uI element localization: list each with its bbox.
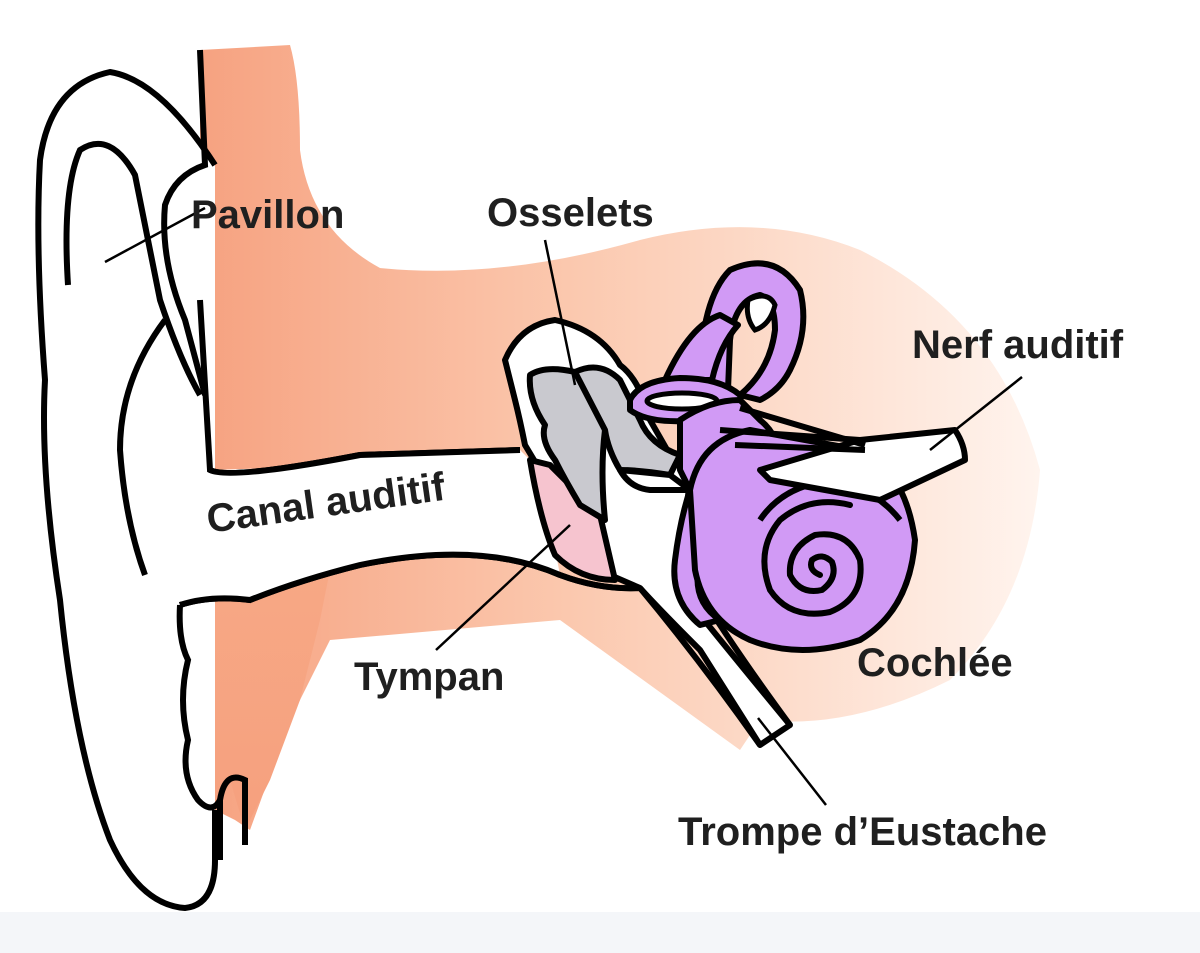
leader-nerf bbox=[929, 376, 1023, 451]
eustachian-tube-outer bbox=[637, 586, 763, 747]
semicircular-canal-window bbox=[744, 293, 778, 333]
leader-trompe bbox=[757, 717, 827, 806]
ossicle-stapes bbox=[617, 467, 693, 493]
bottom-strip bbox=[0, 912, 1200, 953]
label-nerf-auditif: Nerf auditif bbox=[912, 323, 1124, 367]
leader-tympan bbox=[435, 524, 571, 651]
tragus-line bbox=[161, 49, 209, 396]
label-cochlee: Cochlée bbox=[857, 641, 1013, 685]
cochlea-spiral bbox=[761, 499, 864, 617]
label-osselets: Osselets bbox=[487, 191, 654, 235]
semicircular-canal-mid bbox=[662, 312, 741, 383]
nerve-fiber-3 bbox=[734, 442, 866, 453]
canal-white bbox=[180, 450, 560, 605]
nerve-fiber-2 bbox=[739, 405, 866, 448]
leader-pavillon bbox=[104, 206, 206, 264]
lobe-outline bbox=[176, 604, 223, 860]
leader-osselets bbox=[543, 239, 577, 386]
lobe-notch bbox=[217, 774, 248, 845]
pinna-inner-curl bbox=[63, 140, 203, 397]
label-trompe-eustache: Trompe d’Eustache bbox=[678, 810, 1047, 854]
ossicle-incus bbox=[572, 364, 683, 478]
label-tympan: Tympan bbox=[354, 655, 505, 699]
label-pavillon: Pavillon bbox=[191, 193, 345, 237]
antihelix bbox=[116, 318, 168, 577]
lobe-flesh bbox=[180, 570, 330, 830]
